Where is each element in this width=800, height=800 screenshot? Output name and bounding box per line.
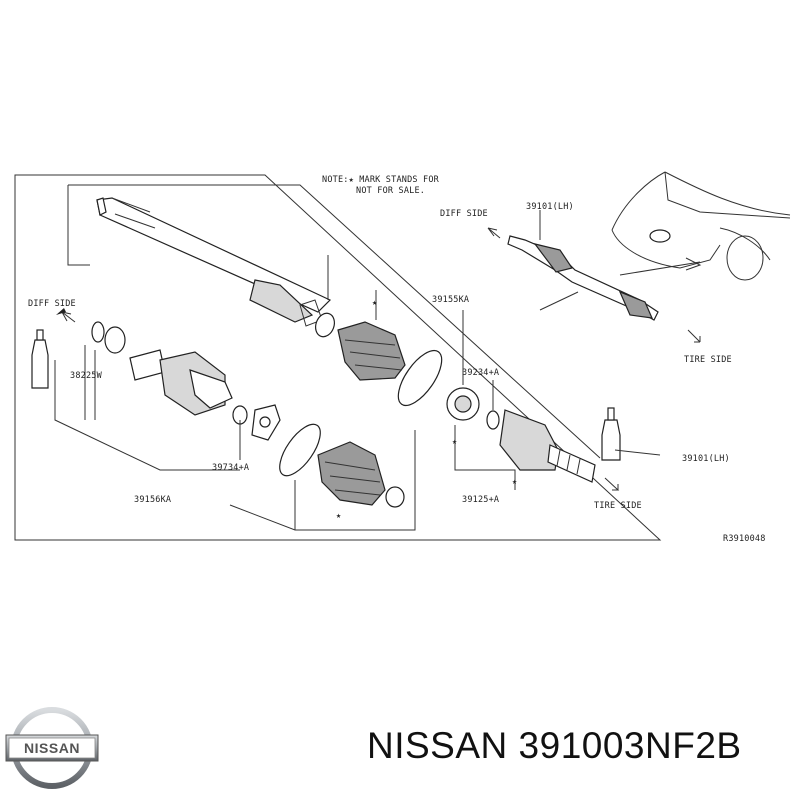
label-diff-side-inset: DIFF SIDE	[440, 209, 488, 219]
label-39101-inset: 39101(LH)	[526, 202, 574, 212]
inner-joint-housing	[129, 349, 233, 416]
inner-boot-upper	[337, 321, 406, 381]
label-ref-code: R3910048	[723, 534, 766, 544]
cv-inner-race-core	[454, 395, 472, 413]
grease-tube-left	[31, 329, 49, 389]
logo-wordmark: NISSAN	[24, 740, 80, 756]
drive-shaft	[96, 197, 332, 327]
inset-pointer-head	[685, 257, 702, 271]
arrow-tire-main	[604, 477, 620, 491]
boot-band-upper	[397, 349, 443, 407]
inset-shaft	[507, 235, 659, 321]
wheel-icon	[726, 235, 764, 281]
inner-boot-lower	[317, 441, 386, 506]
label-39155ka: 39155KA	[432, 295, 469, 305]
nissan-logo: NISSAN	[5, 707, 99, 789]
inset-vehicle	[611, 171, 791, 281]
fog-lamp-icon	[649, 229, 671, 243]
label-diff-side-left: DIFF SIDE	[28, 299, 76, 309]
snap-ring-38225w	[91, 321, 105, 343]
note-line-1: NOTE:★ MARK STANDS FOR	[322, 175, 440, 185]
inset-pointer	[619, 261, 701, 276]
leader-39125	[454, 425, 516, 490]
oil-seal	[104, 326, 126, 354]
arrow-tire-inset	[687, 329, 701, 343]
snap-ring-39234	[486, 410, 500, 430]
arrow-diff-left	[56, 308, 76, 323]
bracket-boot	[229, 430, 416, 531]
label-39101-main: 39101(LH)	[682, 454, 730, 464]
label-39156ka: 39156KA	[134, 495, 171, 505]
arrow-diff-inset	[487, 227, 501, 239]
boot-clamp-lower	[385, 486, 405, 508]
label-39734a: 39734+A	[212, 463, 249, 473]
leader-39101-main	[614, 449, 661, 456]
bracket-lower	[54, 360, 240, 471]
shaft-bracket	[68, 184, 601, 459]
label-39234a: 39234+A	[462, 368, 499, 378]
star-marker: ★	[452, 437, 457, 447]
spider-assembly	[251, 404, 281, 441]
star-marker: ★	[336, 511, 341, 521]
part-title: NISSAN 391003NF2B	[367, 725, 742, 766]
label-tire-side-inset: TIRE SIDE	[684, 355, 732, 365]
label-tire-side-main: TIRE SIDE	[594, 501, 642, 511]
diagram-frame	[14, 174, 662, 541]
shaft-clamp-ring	[314, 312, 336, 338]
boot-band-lower	[279, 423, 321, 477]
label-39125a: 39125+A	[462, 495, 499, 505]
grease-tube-right	[601, 407, 621, 461]
star-marker: ★	[372, 298, 377, 308]
label-38225w: 38225W	[70, 371, 103, 381]
note-line-2: NOT FOR SALE.	[356, 186, 425, 196]
bracket-left	[67, 185, 90, 266]
outer-cv-joint	[499, 409, 596, 483]
inset-shaft-arrow	[539, 291, 579, 311]
star-marker: ★	[512, 477, 517, 487]
